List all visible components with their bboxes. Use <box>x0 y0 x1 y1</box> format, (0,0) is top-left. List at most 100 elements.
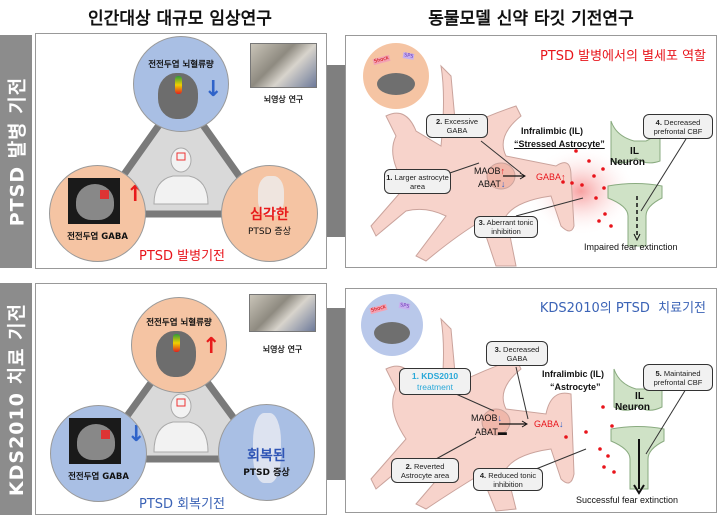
mouse-model-circle: Shock SPS <box>363 43 429 109</box>
callout-num: 3. <box>494 344 501 354</box>
maob-text: MAOB <box>474 166 501 176</box>
mri-photo <box>250 43 317 88</box>
callout-text: treatment <box>417 381 453 392</box>
mechanism-label: PTSD 회복기전 <box>138 497 225 512</box>
arrow-head-icon <box>519 172 526 180</box>
row-label-text: KDS2010 치료 기전 <box>6 302 29 496</box>
arrow-down-icon: ↓ <box>497 413 503 423</box>
callout-2: 2. Reverted Astrocyte area <box>391 458 459 483</box>
gaba-dots <box>561 149 613 228</box>
human-panel-recovery: 전전두엽 뇌혈류량 ↑ ↓ 전전두엽 GABA 회복된 PTSD 증상 뇌영상 … <box>35 283 327 515</box>
symptom-label: PTSD 증상 <box>243 468 290 478</box>
human-panel-onset: 전전두엽 뇌혈류량 ↓ ↑ 전전두엽 GABA 심각한 PTSD 증상 뇌영상 … <box>35 33 327 269</box>
severity-label: 심각한 <box>250 207 289 223</box>
panel-title: KDS2010의 PTSD 치료기전 <box>539 301 706 316</box>
cbf-label: 전전두엽 뇌혈류량 <box>148 60 214 70</box>
gaba-dots <box>564 405 616 474</box>
arrow-head-icon <box>633 233 641 242</box>
mouse-icon <box>374 322 410 344</box>
row-label-ptsd-onset: PTSD 발병 기전 <box>0 35 32 268</box>
maob-label: MAOB↓ <box>471 413 502 423</box>
astrocyte-region-label: Infralimbic (IL) <box>542 369 605 379</box>
animal-study-header: 동물모델 신약 타깃 기전연구 <box>428 9 634 29</box>
mouse-icon <box>377 73 415 95</box>
abat-label: ABAT↓ <box>478 179 505 189</box>
callout-3: 3. Aberrant tonic inhibition <box>474 216 538 238</box>
arrow-up-icon: ↑ <box>202 334 221 359</box>
astrocyte-body <box>370 64 575 267</box>
neuron-text: Neuron <box>615 402 650 413</box>
brain-axial-image <box>156 331 196 377</box>
cbf-label: 전전두엽 뇌혈류량 <box>146 318 212 328</box>
triangle-diagram <box>89 87 273 218</box>
outcome-label: Impaired fear extinction <box>584 242 678 252</box>
astrocyte-type-label: “Stressed Astrocyte” <box>514 139 605 149</box>
circle-ptsd-symptoms: 회복된 PTSD 증상 <box>218 404 315 501</box>
shock-sign: Shock <box>372 54 391 66</box>
callout-num: 5. <box>655 368 662 378</box>
row-label-text: PTSD 발병 기전 <box>6 76 29 227</box>
callout-text: Decreased prefrontal CBF <box>653 117 703 136</box>
callout-text: Excessive GABA <box>444 117 479 135</box>
callout-num: 4. <box>655 117 662 127</box>
arrow-up-icon: ↑ <box>500 166 506 176</box>
astrocyte-diagram <box>370 64 687 267</box>
brain-sagittal-image <box>69 418 121 464</box>
human-study-header: 인간대상 대규모 임상연구 <box>88 9 272 29</box>
symptom-label: PTSD 증상 <box>248 227 291 237</box>
sps-sign: SPS <box>398 302 411 310</box>
arrow-down-icon: ↓ <box>559 419 564 429</box>
arrow-down-icon: ↓ <box>500 179 506 189</box>
arrow-down-icon: ↓ <box>127 422 146 447</box>
photo-caption: 뇌영상 연구 <box>263 95 304 104</box>
circle-prefrontal-gaba: ↑ 전전두엽 GABA <box>49 165 146 262</box>
gaba-text: GABA <box>536 172 562 182</box>
callout-text: Aberrant tonic inhibition <box>486 218 534 236</box>
presynaptic-neuron <box>610 120 661 164</box>
brain-axial-image <box>158 73 198 119</box>
callout-text: Maintained prefrontal CBF <box>653 368 703 387</box>
callout-2: 2. Excessive GABA <box>426 114 488 138</box>
callout-num: 4. <box>479 470 487 480</box>
photo-caption: 뇌영상 연구 <box>262 345 303 354</box>
animal-panel-onset: Shock SPS PTSD 발병에서의 별세포 역할 Infralimbic … <box>345 35 717 268</box>
callout-num: 2. <box>435 117 443 126</box>
row-label-kds2010-treatment: KDS2010 치료 기전 <box>0 283 32 515</box>
outcome-label: Successful fear extinction <box>576 495 679 505</box>
callout-num: 1. <box>386 172 393 182</box>
arrow-up-icon: ↑ <box>126 182 145 207</box>
astrocyte-nucleus <box>481 408 511 436</box>
animal-panel-treatment: Shock SPS KDS2010의 PTSD 치료기전 Infralimbic… <box>345 288 717 513</box>
maob-label: MAOB↑ <box>474 166 505 176</box>
callout-4: 4. Reduced tonic inhibition <box>473 468 543 491</box>
callout-1: 1. Larger astrocyte area <box>384 169 451 194</box>
astrocyte-type-label: “Astrocyte” <box>550 382 601 392</box>
head-silhouette-icon <box>153 147 209 205</box>
sps-sign: SPS <box>402 52 415 60</box>
circle-prefrontal-cbf: 전전두엽 뇌혈류량 ↑ <box>131 297 227 393</box>
circle-prefrontal-gaba: ↓ 전전두엽 GABA <box>50 405 147 502</box>
callout-num: 2. <box>405 461 412 471</box>
mechanism-label: PTSD 발병기전 <box>138 249 225 264</box>
arrow-head-icon <box>521 420 528 428</box>
arrow-head-icon <box>633 484 645 495</box>
person-figure-icon <box>253 413 281 483</box>
gaba-label: 전전두엽 GABA <box>67 232 128 242</box>
circle-ptsd-symptoms: 심각한 PTSD 증상 <box>221 165 318 262</box>
callout-num: 1. KDS2010 <box>411 371 459 382</box>
connector-bar <box>326 308 345 480</box>
abat-text: ABAT <box>475 427 498 437</box>
no-change-icon: ▬ <box>497 427 507 437</box>
callout-5: 5. Maintained prefrontal CBF <box>643 364 713 391</box>
il-text: IL <box>635 391 644 402</box>
shock-sign: Shock <box>369 303 388 315</box>
gaba-label: 전전두엽 GABA <box>68 472 129 482</box>
gaba-text: GABA <box>534 419 560 429</box>
brain-sagittal-image <box>68 178 120 224</box>
gaba-label: GABA↑ <box>536 172 566 182</box>
abat-text: ABAT <box>478 179 501 189</box>
arrow-up-icon: ↑ <box>561 172 566 182</box>
